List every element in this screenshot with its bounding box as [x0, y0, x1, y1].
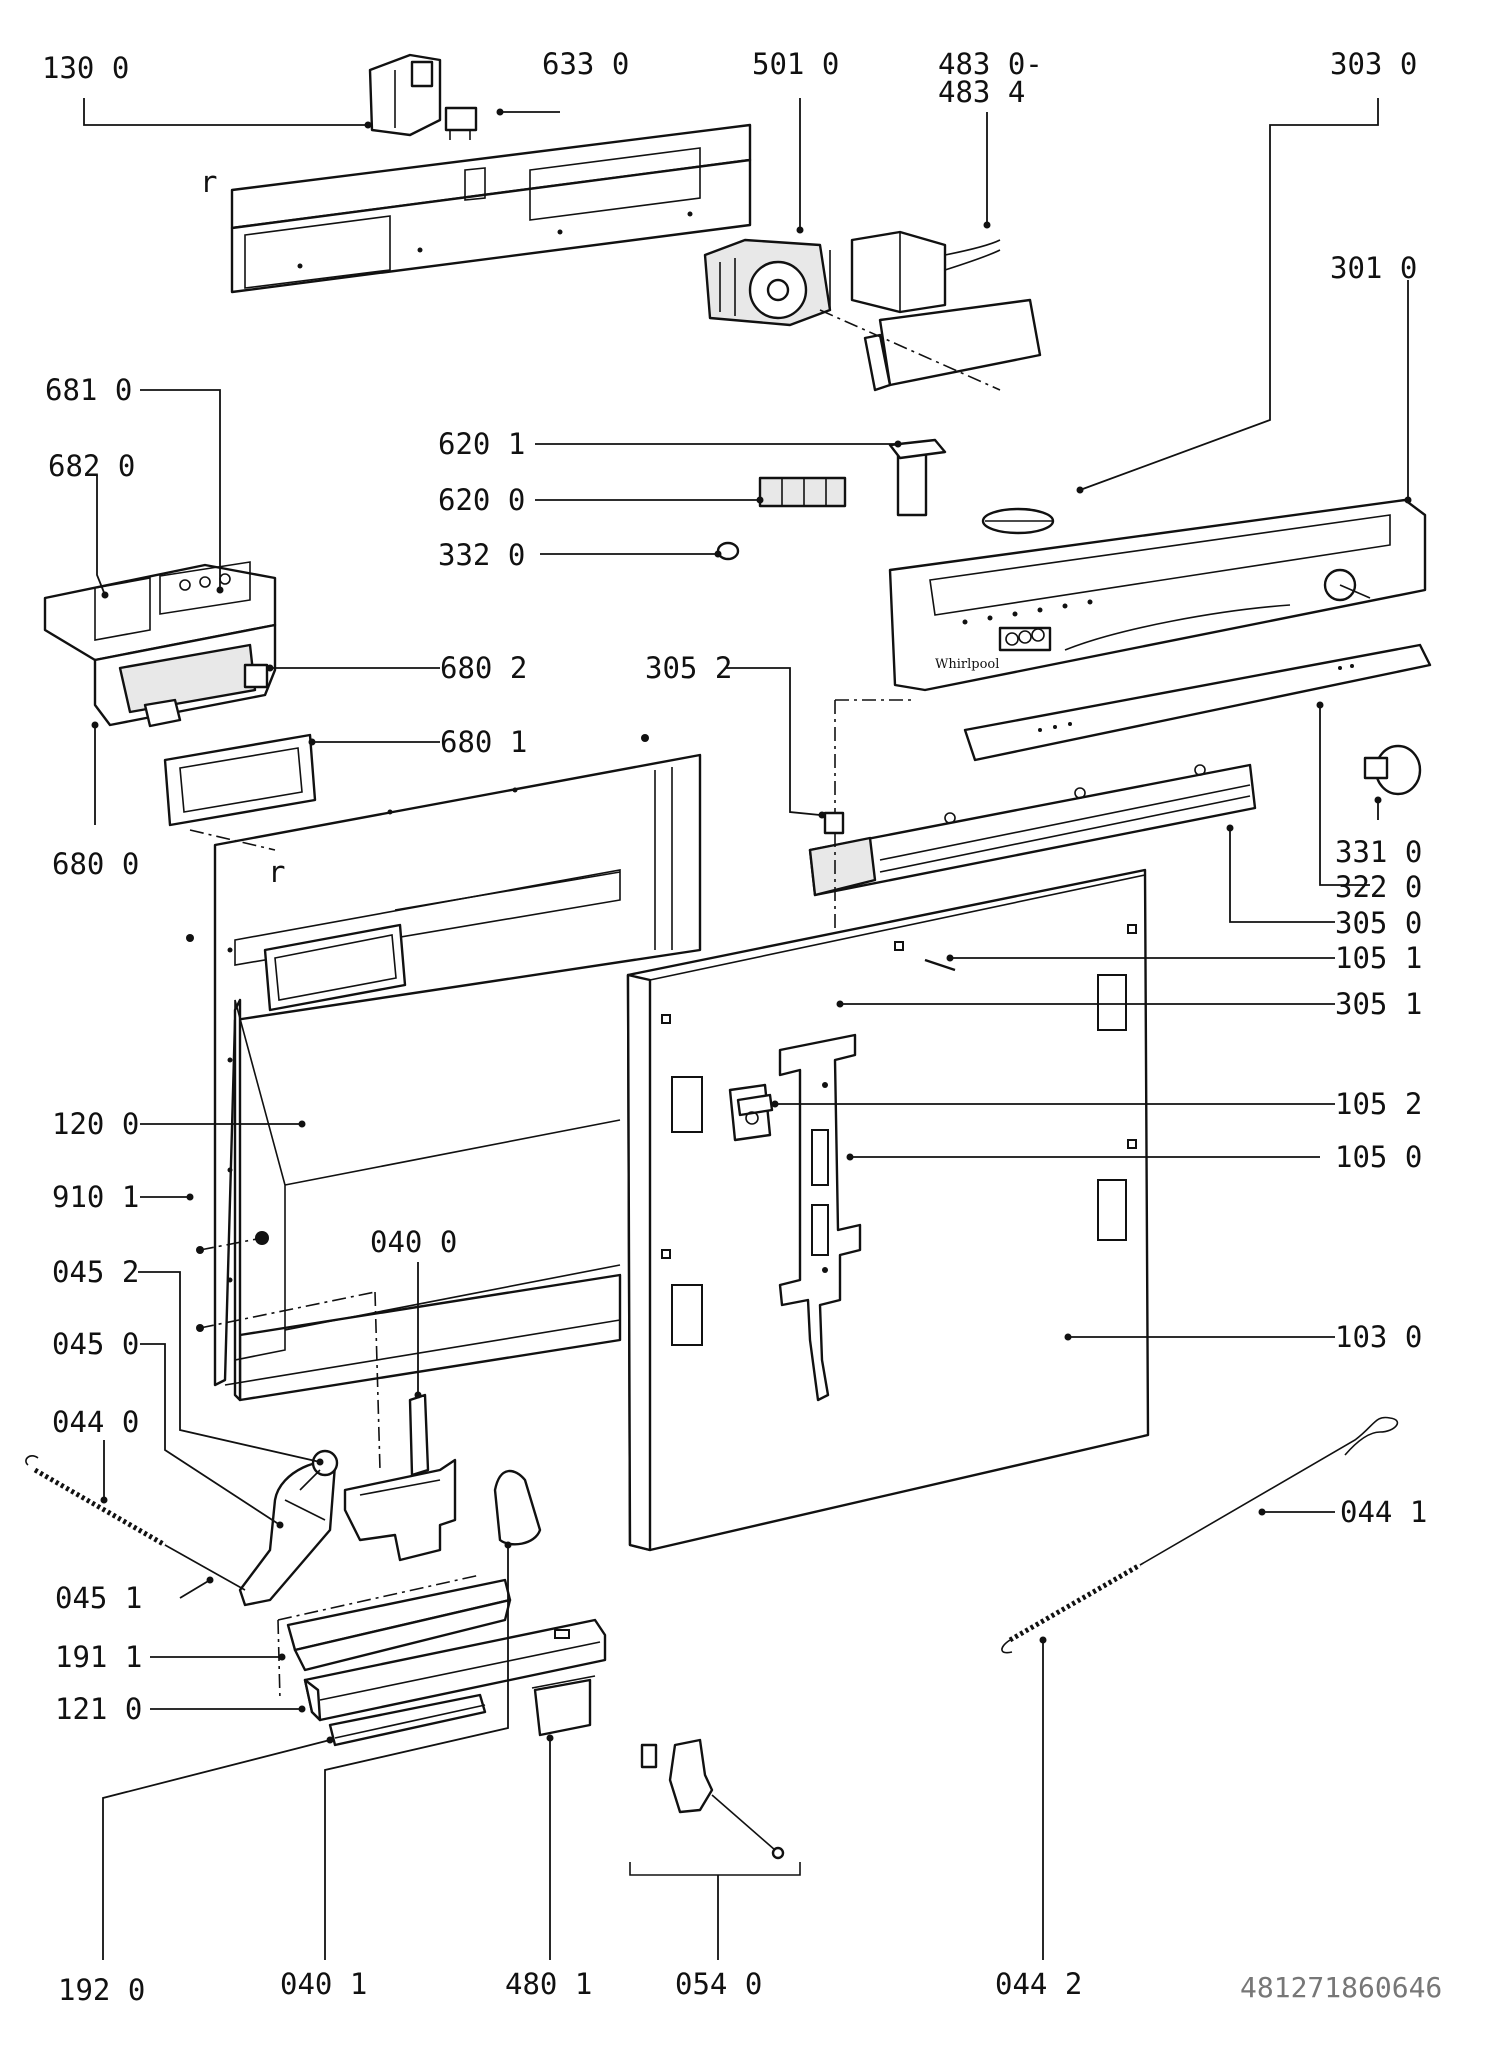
label-044-2: 044 2	[995, 1967, 1082, 2001]
label-680-1: 680 1	[440, 725, 527, 759]
label-331-0: 331 0	[1335, 835, 1422, 869]
label-501-0: 501 0	[752, 47, 839, 81]
upper-trim-rail-part	[808, 763, 1257, 897]
microswitch-part	[444, 106, 478, 140]
label-680-0: 680 0	[52, 847, 139, 881]
timer-bracket-part	[819, 298, 1042, 392]
hinge-support-part	[343, 1393, 457, 1562]
label-040-1: 040 1	[280, 1967, 367, 2001]
label-633-0: 633 0	[542, 47, 629, 81]
label-045-2: 045 2	[52, 1255, 139, 1289]
label-305-2: 305 2	[645, 651, 732, 685]
label-120-0: 120 0	[52, 1107, 139, 1141]
dispenser-assembly-part	[43, 561, 277, 728]
label-483-0: 483 0-	[938, 47, 1043, 81]
dispenser-gasket-part	[163, 733, 317, 827]
label-332-0: 332 0	[438, 538, 525, 572]
label-910-1: 910 1	[52, 1180, 139, 1214]
indicator-cover-part	[981, 507, 1055, 535]
label-044-0: 044 0	[52, 1405, 139, 1439]
mark-r-top: r	[200, 165, 217, 199]
label-105-1: 105 1	[1335, 941, 1422, 975]
cap-part	[716, 541, 740, 561]
label-303-0: 303 0	[1330, 47, 1417, 81]
label-301-0: 301 0	[1330, 251, 1417, 285]
label-045-1: 045 1	[55, 1581, 142, 1615]
hinge-spring-rod-part	[1001, 1416, 1399, 1654]
hinge-cam-part	[493, 1469, 542, 1546]
hinge-arm-part	[238, 1449, 339, 1607]
clip-part	[823, 811, 845, 835]
label-105-2: 105 2	[1335, 1087, 1422, 1121]
button-strip-part	[963, 643, 1432, 762]
label-480-1: 480 1	[505, 1967, 592, 2001]
label-054-0: 054 0	[675, 1967, 762, 2001]
door-switch-part	[368, 53, 442, 137]
document-number: 481271860646	[1240, 1971, 1442, 2004]
hinge-bracket-part	[728, 1083, 774, 1142]
label-130-0: 130 0	[42, 51, 129, 85]
label-680-2: 680 2	[440, 651, 527, 685]
hinge-plate-part	[778, 1033, 862, 1402]
panel-frame-bracket	[230, 123, 752, 294]
label-105-0: 105 0	[1335, 1140, 1422, 1174]
label-305-1: 305 1	[1335, 987, 1422, 1021]
latch-plate-part	[531, 1675, 596, 1737]
brand-logo: Whirlpool	[935, 657, 999, 672]
label-620-1: 620 1	[438, 427, 525, 461]
label-322-0: 322 0	[1335, 870, 1422, 904]
bottom-rail-part	[328, 1693, 487, 1747]
label-044-1: 044 1	[1340, 1495, 1427, 1529]
label-682-0: 682 0	[48, 449, 135, 483]
mark-r-mid: r	[268, 855, 285, 889]
label-103-0: 103 0	[1335, 1320, 1422, 1354]
label-305-0: 305 0	[1335, 906, 1422, 940]
label-620-0: 620 0	[438, 483, 525, 517]
label-483-4: 483 4	[938, 75, 1025, 109]
connector-block-part	[850, 230, 1001, 314]
leader-lines	[83, 98, 1412, 1960]
inner-door-panel-part	[213, 753, 702, 1402]
hinge-spring-left-part	[25, 1455, 246, 1591]
label-192-0: 192 0	[58, 1973, 145, 2007]
knob-part	[1363, 744, 1422, 796]
label-045-0: 045 0	[52, 1327, 139, 1361]
label-681-0: 681 0	[45, 373, 132, 407]
label-121-0: 121 0	[55, 1692, 142, 1726]
switch-holder-part	[888, 438, 947, 517]
latch-assembly-part	[640, 1738, 785, 1860]
outer-door-panel-part	[626, 868, 1150, 1552]
push-button-switch-part	[758, 476, 847, 508]
label-040-0: 040 0	[370, 1225, 457, 1259]
part-labels: 130 0 633 0 501 0 483 0- 483 4 303 0 301…	[42, 47, 1442, 2007]
lower-trim-rail-part	[277, 1574, 512, 1701]
timer-part	[703, 238, 832, 327]
kick-plate-part	[303, 1618, 607, 1722]
label-191-1: 191 1	[55, 1640, 142, 1674]
